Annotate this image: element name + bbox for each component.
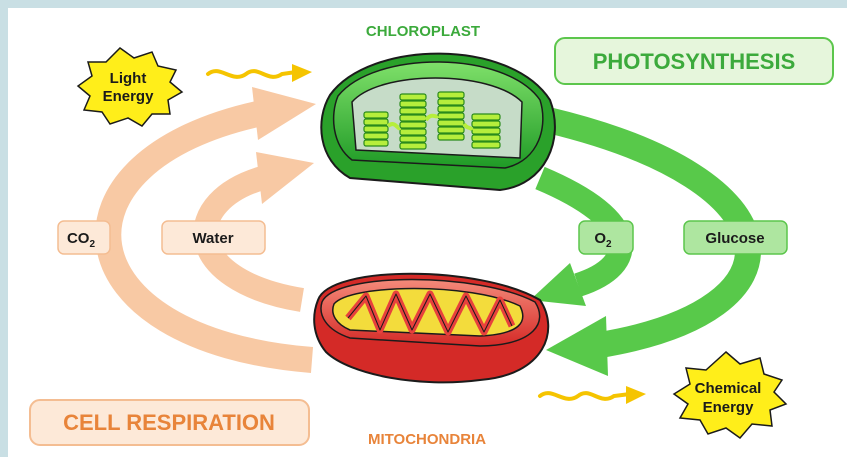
water-tag: Water: [162, 221, 265, 254]
cell-respiration-title: CELL RESPIRATION: [63, 410, 275, 435]
co2-arrow-head: [252, 87, 316, 140]
photosynthesis-title-box: PHOTOSYNTHESIS: [555, 38, 833, 84]
co2-label: CO: [67, 230, 90, 247]
light-energy-starburst: Light Energy: [78, 48, 182, 126]
o2-label: O: [594, 230, 606, 247]
chloroplast-label: CHLOROPLAST: [366, 23, 480, 40]
photosynthesis-title: PHOTOSYNTHESIS: [593, 49, 796, 74]
chemical-squiggle-arrow: [540, 386, 646, 404]
o2-tag: O2: [579, 221, 633, 254]
cell-respiration-title-box: CELL RESPIRATION: [30, 400, 309, 445]
chloroplast: [321, 54, 555, 190]
chemical-energy-label-line2: Energy: [703, 399, 755, 416]
light-squiggle-arrow: [208, 64, 312, 82]
water-arrow-head: [256, 152, 314, 204]
mitochondria: [314, 274, 548, 383]
co2-tag: CO2: [58, 221, 110, 254]
glucose-arrow-head: [546, 316, 608, 376]
water-label: Water: [192, 230, 233, 247]
co2-subscript: 2: [89, 239, 95, 250]
o2-subscript: 2: [606, 239, 612, 250]
diagram-canvas: Light Energy Chemical Energy PHOTOSYNTHE…: [8, 8, 847, 457]
light-energy-label-line2: Energy: [103, 88, 155, 105]
chemical-energy-label-line1: Chemical: [695, 380, 762, 397]
chemical-energy-starburst: Chemical Energy: [674, 352, 786, 438]
light-energy-label-line1: Light: [110, 70, 147, 87]
mitochondria-label: MITOCHONDRIA: [368, 431, 486, 448]
glucose-tag: Glucose: [684, 221, 787, 254]
cycle-diagram: Light Energy Chemical Energy PHOTOSYNTHE…: [8, 8, 847, 457]
glucose-label: Glucose: [705, 230, 764, 247]
